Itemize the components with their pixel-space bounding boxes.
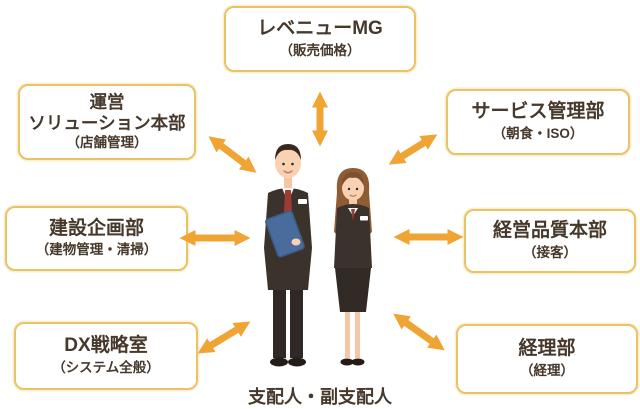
dept-title: 経理部: [518, 338, 576, 360]
dept-subtitle: （販売価格）: [279, 42, 361, 58]
dept-title: 建設企画部: [48, 217, 144, 239]
dept-box-dx-strategy: DX戦略室 （システム全般）: [14, 322, 198, 390]
deputy-manager-figure: [334, 168, 372, 366]
dept-box-operation-solution-hq: 運営 ソリューション本部 （店舗管理）: [18, 84, 196, 160]
dept-title: 運営 ソリューション本部: [28, 91, 186, 133]
dept-box-accounting: 経理部 （経理）: [456, 324, 638, 394]
dept-subtitle: （朝食・ISO）: [492, 125, 584, 141]
center-label: 支配人・副支配人: [248, 387, 392, 407]
dept-box-construction-planning: 建設企画部 （建物管理・清掃）: [5, 206, 188, 271]
manager-figure: [264, 144, 312, 367]
double-arrow-icon-top-right: [388, 134, 438, 165]
dept-subtitle: （システム全般）: [52, 359, 160, 375]
dept-title: レベニューMG: [257, 18, 383, 40]
double-arrow-icon-top-left: [208, 136, 257, 173]
dept-box-management-quality-hq: 経営品質本部 （接客）: [464, 209, 636, 273]
dept-subtitle: （建物管理・清掃）: [35, 242, 158, 258]
dept-subtitle: （店舗管理）: [66, 135, 148, 151]
dept-title: サービス管理部: [471, 101, 605, 123]
dept-title: 経営品質本部: [492, 220, 607, 242]
dept-box-service-management: サービス管理部 （朝食・ISO）: [446, 89, 630, 155]
double-arrow-icon-bottom-right: [393, 313, 445, 351]
managers-illustration: [264, 144, 372, 367]
dept-subtitle: （経理）: [520, 362, 574, 378]
dept-subtitle: （接客）: [523, 244, 577, 260]
dept-box-revenue-mg: レベニューMG （販売価格）: [224, 6, 416, 72]
dept-title: DX戦略室: [64, 335, 148, 357]
double-arrow-icon-bottom-left: [197, 321, 251, 354]
